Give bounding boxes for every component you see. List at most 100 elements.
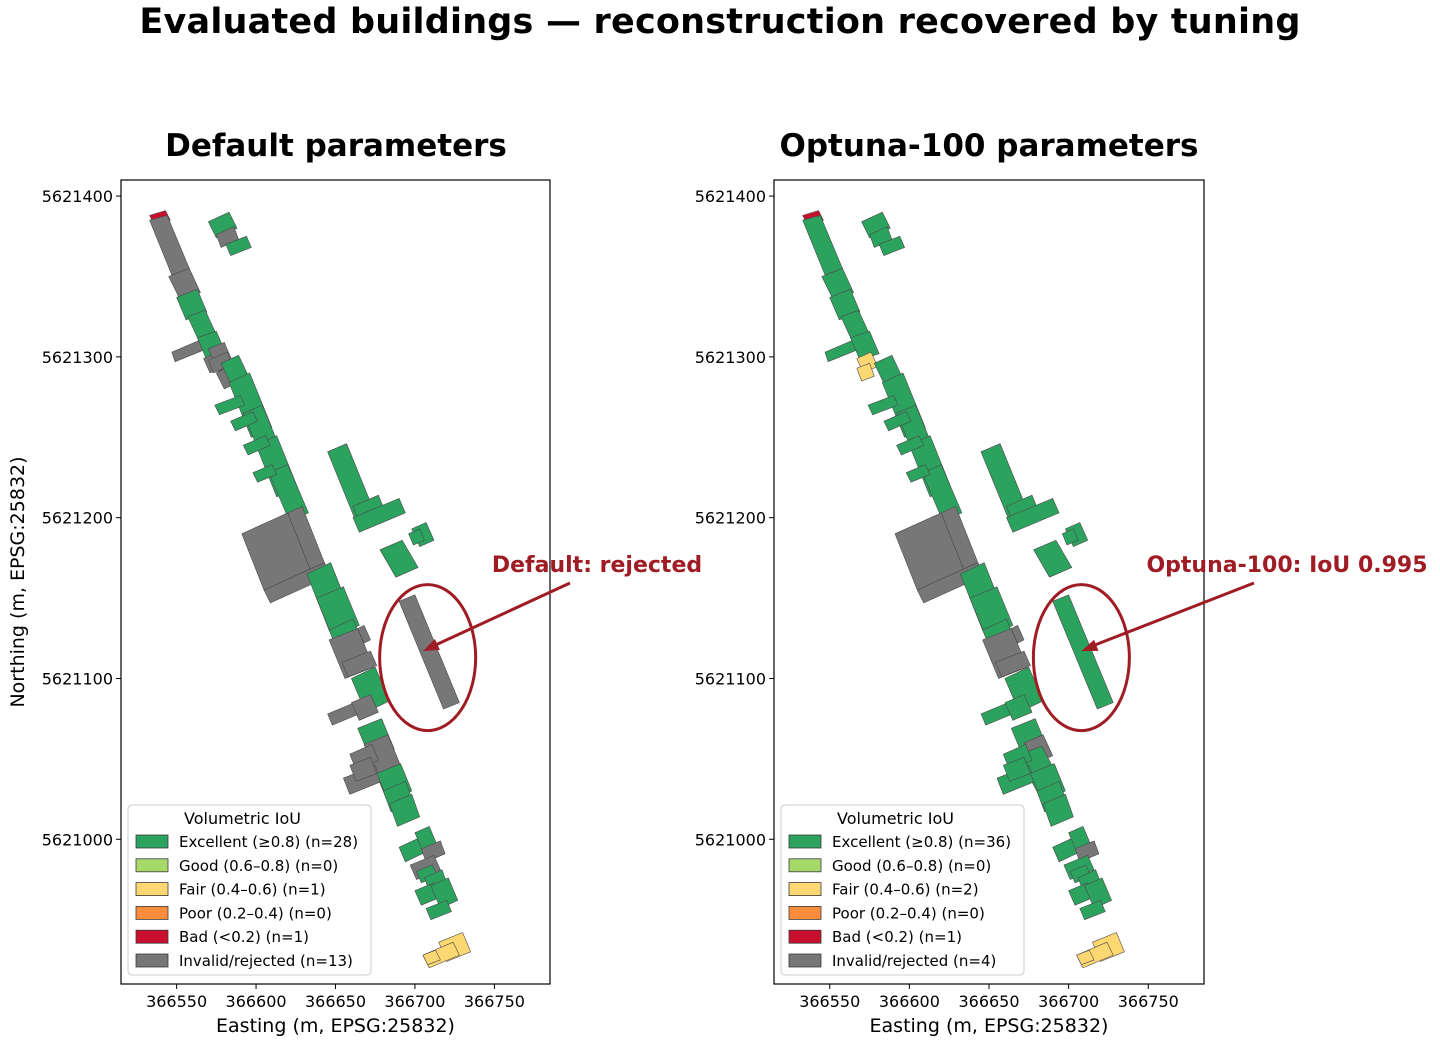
- panel-title-default: Default parameters: [165, 128, 507, 164]
- building-invalid: [420, 840, 446, 863]
- panel-optuna: 366550 366600 366650 366700 366750 5621000 562…: [695, 179, 1428, 1037]
- building-excellent: [802, 215, 843, 276]
- building-excellent: [921, 464, 963, 522]
- building-invalid: [1074, 840, 1100, 863]
- legend-swatch: [135, 929, 169, 944]
- x-tick-label: 366650: [958, 992, 1019, 1011]
- legend-title: Volumetric IoU: [837, 809, 954, 828]
- building-invalid: [357, 624, 371, 644]
- panel-title-optuna: Optuna-100 parameters: [779, 128, 1199, 164]
- legend-label: Bad (<0.2) (n=1): [832, 928, 962, 946]
- building-excellent: [379, 539, 419, 578]
- legend-swatch: [788, 906, 822, 920]
- legend-box: [780, 804, 1025, 976]
- legend-label: Excellent (≥0.8) (n=36): [832, 833, 1011, 851]
- legend-label: Poor (0.2–0.4) (n=0): [832, 904, 985, 922]
- building-excellent: [1004, 694, 1033, 721]
- building-fair: [1076, 949, 1095, 966]
- building-invalid: [398, 594, 460, 710]
- panel-default: 366550 366600 366650 366700 366750 5621000 562…: [7, 179, 702, 1037]
- x-tick-label: 366600: [879, 992, 940, 1011]
- y-tick-label: 5621000: [42, 830, 113, 849]
- y-tick-label: 5621300: [695, 348, 766, 367]
- annotation-arrowhead: [422, 638, 440, 652]
- annotation-arrow: [1088, 581, 1255, 649]
- legend-swatch: [788, 953, 822, 968]
- y-tick-label: 5621200: [42, 509, 113, 528]
- y-tick-label: 5621000: [695, 830, 766, 849]
- legend-swatch: [788, 929, 822, 944]
- building-excellent: [252, 464, 278, 483]
- building-excellent: [268, 464, 309, 522]
- y-tick-label: 5621300: [42, 348, 113, 367]
- legend-label: Good (0.6–0.8) (n=0): [832, 857, 991, 875]
- building-excellent: [389, 793, 421, 827]
- x-tick-label: 366550: [799, 992, 860, 1011]
- x-tick-label: 366600: [226, 992, 287, 1011]
- legend-swatch: [135, 906, 169, 920]
- building-excellent: [1006, 498, 1060, 533]
- building-excellent: [225, 235, 252, 256]
- figure-title: Evaluated buildings — reconstruction rec…: [139, 2, 1301, 42]
- plot-area: [149, 210, 471, 969]
- building-invalid: [995, 650, 1031, 678]
- building-excellent: [242, 435, 271, 456]
- legend-label: Invalid/rejected (n=13): [179, 952, 353, 970]
- x-axis-label: Easting (m, EPSG:25832): [870, 1015, 1109, 1037]
- x-tick-label: 366750: [1118, 992, 1179, 1011]
- building-excellent: [214, 395, 246, 416]
- legend-swatch: [135, 858, 169, 873]
- highlight-ellipse: [1031, 583, 1131, 733]
- legend-box: [127, 804, 372, 976]
- building-excellent: [230, 411, 259, 432]
- building-excellent: [1084, 877, 1112, 909]
- building-excellent: [849, 330, 880, 361]
- y-tick-label: 5621400: [42, 187, 113, 206]
- x-tick-label: 366700: [1038, 992, 1099, 1011]
- building-excellent: [896, 435, 925, 456]
- building-excellent: [905, 464, 931, 483]
- building-excellent: [352, 498, 406, 533]
- building-excellent: [883, 411, 912, 432]
- building-excellent: [408, 528, 425, 546]
- y-tick-label: 5621400: [695, 187, 766, 206]
- x-tick-label: 366750: [464, 992, 525, 1011]
- building-fair: [422, 949, 441, 966]
- building-excellent: [1052, 594, 1114, 710]
- y-tick-label: 5621100: [695, 669, 766, 688]
- y-axis-label: Northing (m, EPSG:25832): [7, 456, 29, 707]
- y-tick-label: 5621200: [695, 509, 766, 528]
- legend-label: Invalid/rejected (n=4): [832, 952, 996, 970]
- plot-area: [802, 210, 1125, 969]
- highlight-ellipse: [378, 583, 478, 733]
- building-excellent: [430, 877, 459, 909]
- legend-label: Fair (0.4–0.6) (n=2): [832, 881, 979, 899]
- legend-label: Excellent (≥0.8) (n=28): [179, 833, 358, 851]
- x-tick-label: 366550: [146, 992, 207, 1011]
- building-invalid: [149, 215, 190, 276]
- building-invalid: [351, 694, 379, 721]
- x-tick-label: 366700: [384, 992, 445, 1011]
- annotation-arrow: [430, 581, 571, 649]
- x-axis-label: Easting (m, EPSG:25832): [216, 1015, 455, 1037]
- building-excellent: [1033, 539, 1073, 578]
- building-excellent: [1061, 528, 1079, 546]
- legend-title: Volumetric IoU: [184, 809, 301, 828]
- building-invalid: [1010, 624, 1025, 644]
- legend-label: Fair (0.4–0.6) (n=1): [179, 881, 326, 899]
- building-invalid: [341, 650, 378, 678]
- y-tick-label: 5621100: [42, 669, 113, 688]
- building-excellent: [425, 900, 452, 921]
- legend-swatch: [788, 882, 822, 896]
- x-tick-label: 366650: [305, 992, 366, 1011]
- annotation-text: Default: rejected: [492, 553, 702, 578]
- building-excellent: [867, 395, 899, 416]
- legend-swatch: [788, 834, 822, 849]
- legend-label: Good (0.6–0.8) (n=0): [179, 857, 338, 875]
- annotation-text: Optuna-100: IoU 0.995: [1146, 553, 1427, 578]
- building-excellent: [1042, 793, 1074, 827]
- building-excellent: [878, 235, 905, 256]
- legend-label: Bad (<0.2) (n=1): [179, 928, 309, 946]
- legend-swatch: [135, 953, 169, 968]
